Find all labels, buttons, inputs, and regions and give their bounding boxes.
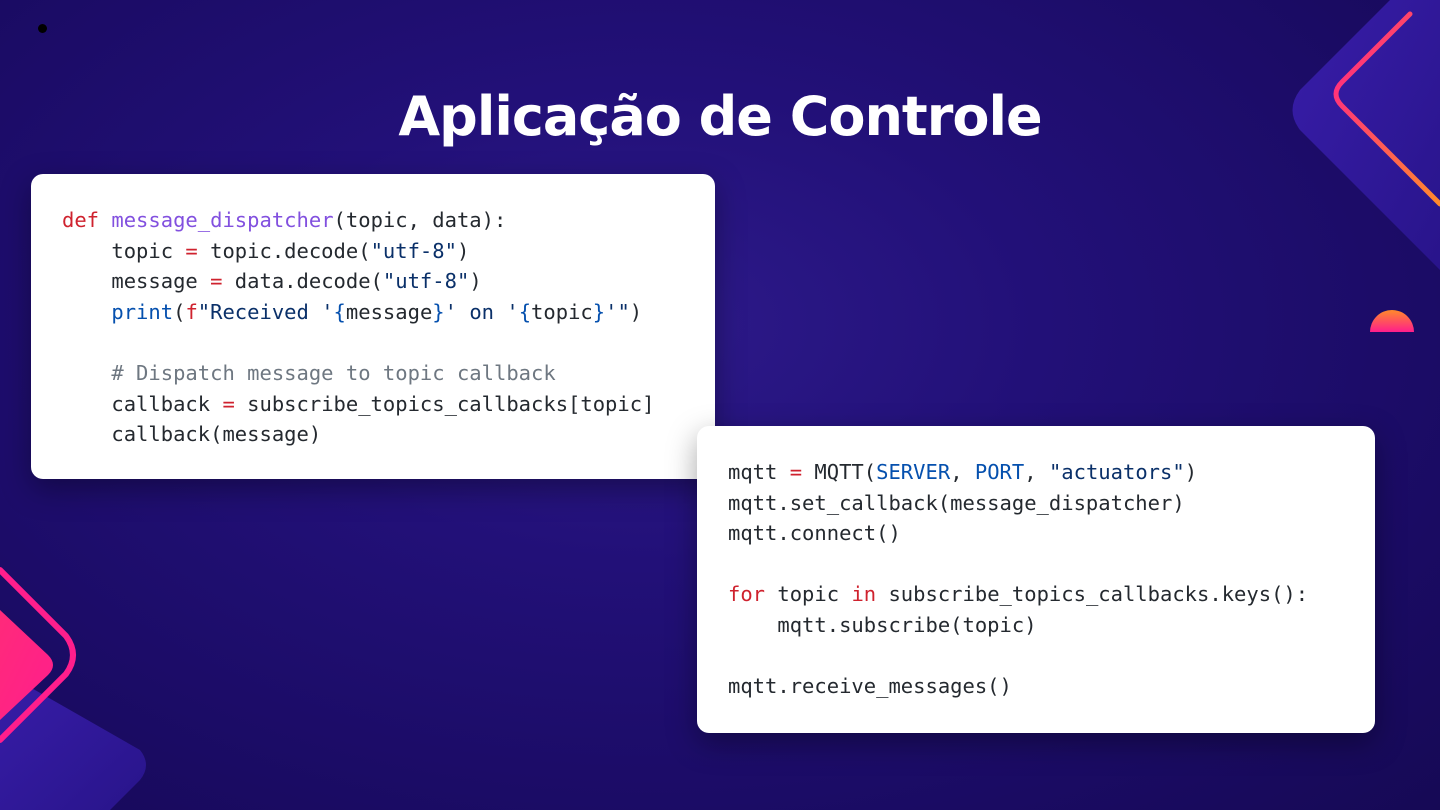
code-token: callback — [62, 391, 223, 416]
code-token: = — [185, 238, 198, 263]
code-token: MQTT( — [802, 460, 877, 484]
code-card-dispatcher: def message_dispatcher(topic, data): top… — [31, 174, 715, 479]
code-line: mqtt.receive_messages() — [728, 671, 1375, 702]
code-token: for — [728, 582, 766, 607]
code-token: "actuators" — [1048, 460, 1185, 484]
code-token: message — [62, 269, 211, 294]
code-token: "Received ' — [197, 299, 334, 324]
code-line: topic = topic.decode("utf-8") — [62, 236, 715, 267]
code-token: SERVER — [876, 460, 951, 484]
code-token: { — [333, 299, 346, 324]
decorative-corner-bottom-left — [0, 567, 146, 810]
code-token: mqtt — [728, 460, 790, 484]
code-line: def message_dispatcher(topic, data): — [62, 205, 715, 236]
code-line — [728, 549, 1375, 580]
code-line: mqtt.connect() — [728, 518, 1375, 549]
code-token: data.decode( — [222, 269, 383, 294]
code-token — [99, 208, 111, 232]
code-token: callback(message) — [62, 422, 322, 447]
code-token: = — [789, 460, 803, 484]
code-token: } — [432, 299, 445, 324]
code-card-mqtt: mqtt = MQTT(SERVER, PORT, "actuators")mq… — [697, 426, 1375, 733]
decorative-corner-top-right — [1292, 0, 1440, 270]
code-token: mqtt.receive_messages() — [728, 674, 1012, 699]
code-block-mqtt: mqtt = MQTT(SERVER, PORT, "actuators")mq… — [697, 426, 1375, 702]
code-token: mqtt.subscribe(topic) — [728, 612, 1037, 637]
code-token: in — [851, 582, 877, 607]
code-line — [728, 641, 1375, 672]
code-token: mqtt.connect() — [728, 521, 901, 546]
code-token: def — [62, 208, 100, 232]
bullet-dot — [38, 24, 47, 33]
code-line: message = data.decode("utf-8") — [62, 266, 715, 297]
code-block-dispatcher: def message_dispatcher(topic, data): top… — [31, 174, 715, 450]
code-token: message_dispatcher — [111, 208, 334, 232]
code-line: callback(message) — [62, 419, 715, 450]
code-token: ) — [469, 269, 482, 294]
code-token: topic — [765, 582, 852, 607]
code-line: callback = subscribe_topics_callbacks[to… — [62, 389, 715, 420]
code-token: f — [185, 299, 198, 324]
code-token: mqtt.set_callback(message_dispatcher) — [728, 490, 1185, 515]
code-token: "utf-8" — [382, 269, 470, 294]
slide-title: Aplicação de Controle — [398, 85, 1042, 148]
code-line: # Dispatch message to topic callback — [62, 358, 715, 389]
code-token: ) — [629, 299, 643, 324]
code-line: mqtt.subscribe(topic) — [728, 610, 1375, 641]
code-line: mqtt = MQTT(SERVER, PORT, "actuators") — [728, 457, 1375, 488]
code-token: "utf-8" — [370, 238, 457, 263]
code-line — [62, 327, 715, 358]
code-token: = — [210, 269, 223, 294]
code-token: ( — [173, 299, 186, 324]
code-token: subscribe_topics_callbacks.keys(): — [876, 582, 1309, 607]
code-token: topic.decode( — [197, 238, 371, 263]
code-token: ) — [1184, 460, 1198, 484]
code-token: PORT — [974, 460, 1025, 484]
code-token: } — [592, 299, 606, 324]
code-token: message — [345, 299, 433, 324]
code-token: # Dispatch message to topic callback — [62, 360, 556, 385]
code-line: mqtt.set_callback(message_dispatcher) — [728, 488, 1375, 519]
code-token: , — [1024, 460, 1049, 484]
code-token: topic — [62, 238, 186, 263]
code-token: , — [950, 460, 975, 484]
decorative-semicircle — [1370, 310, 1414, 332]
code-token: (topic, data): — [333, 208, 507, 232]
code-token: = — [222, 391, 235, 416]
code-token: '" — [605, 299, 630, 324]
code-line: print(f"Received '{message}' on '{topic}… — [62, 297, 715, 328]
code-token: ' on ' — [444, 299, 519, 324]
code-token: topic — [531, 299, 593, 324]
code-token: { — [518, 299, 532, 324]
code-token — [62, 300, 111, 324]
code-line: for topic in subscribe_topics_callbacks.… — [728, 579, 1375, 610]
code-token: ) — [456, 238, 470, 263]
code-token: print — [111, 299, 174, 324]
code-token: subscribe_topics_callbacks[topic] — [234, 391, 655, 416]
